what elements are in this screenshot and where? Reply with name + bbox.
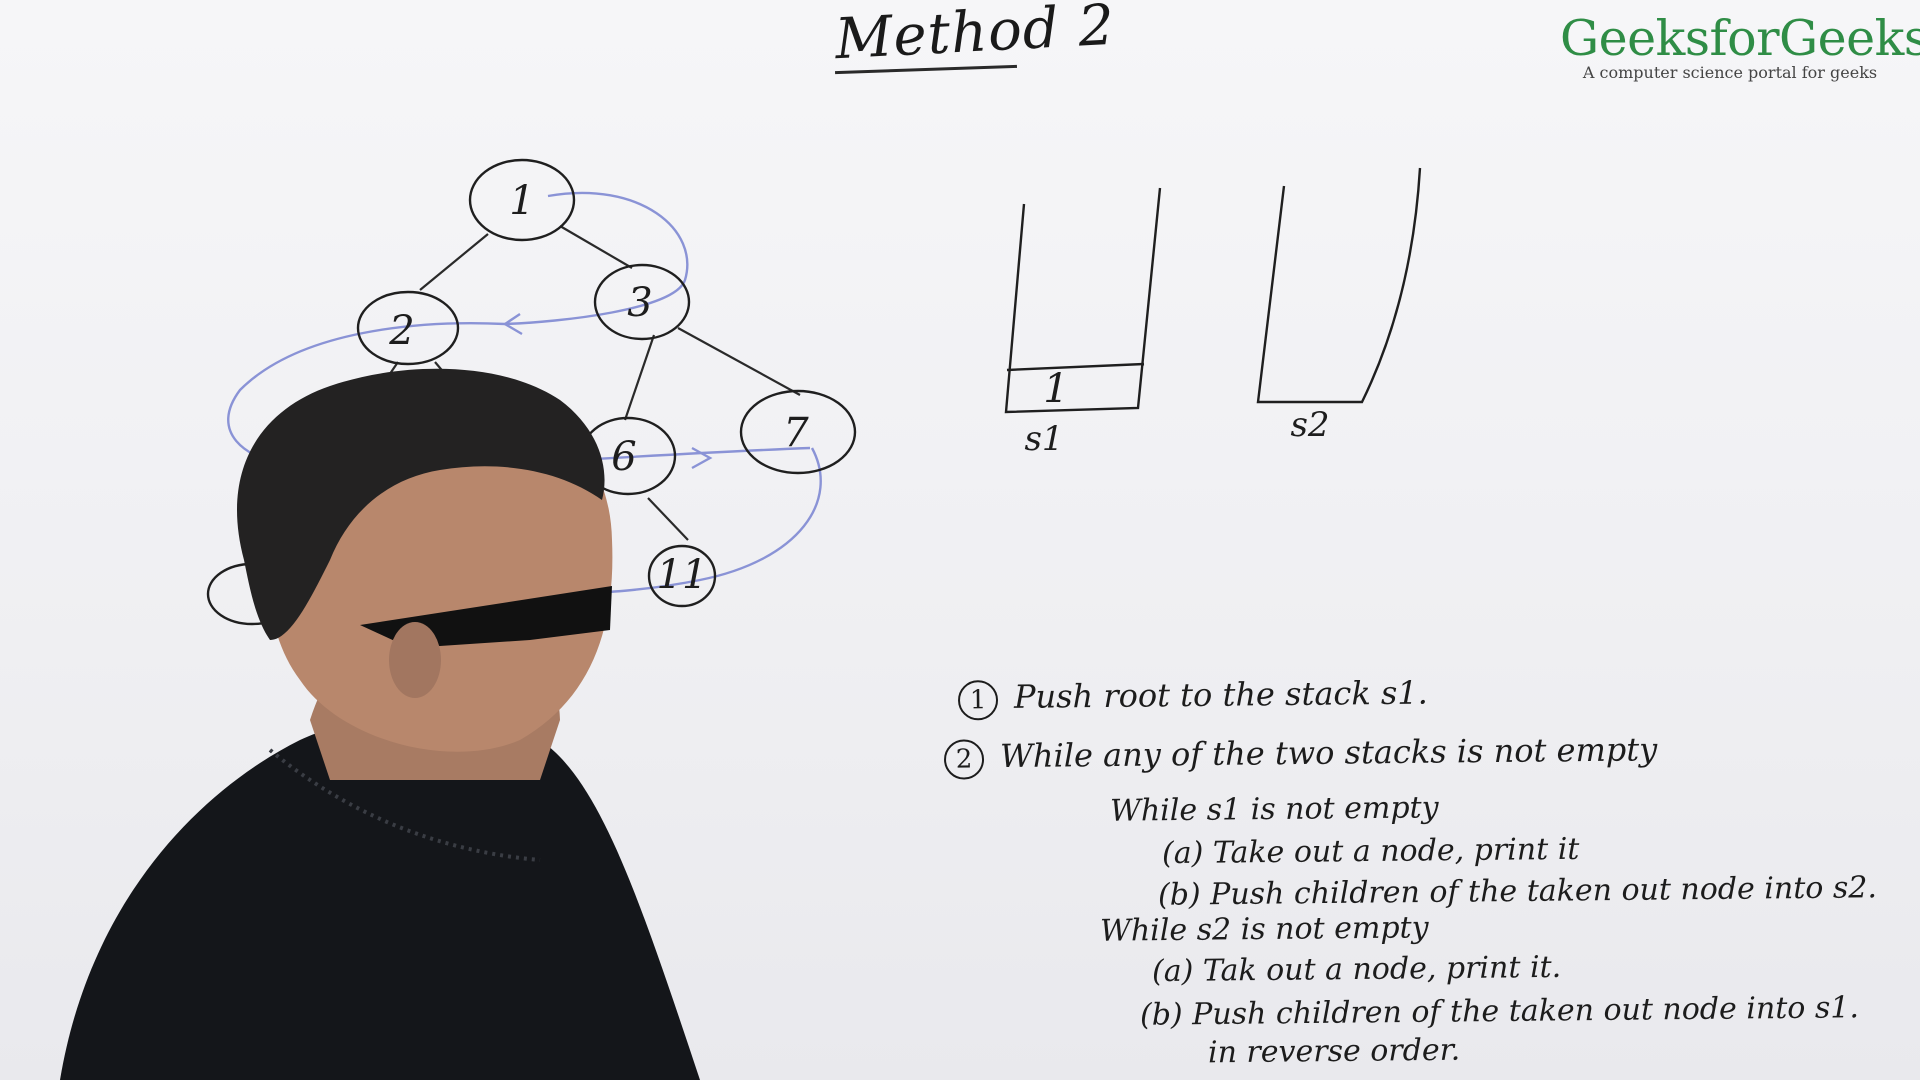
stack-s1-item: 1 [1043,366,1068,412]
jacket-zipper [268,748,541,862]
traversal-arc-bottom [579,447,822,596]
geeksforgeeks-logo: GeeksforGeeks A computer science portal … [1560,10,1920,82]
node-label-3: 3 [627,280,652,326]
tree-node-2 [356,290,460,366]
tree-node-11 [647,544,717,608]
stacks [1004,167,1422,414]
presenter-hair [237,368,605,640]
presenter-ear [389,622,441,698]
node-label-7: 7 [783,410,809,456]
traversal-arc-top [504,191,689,326]
edge-3-6 [623,334,656,421]
stack-s2-label: s2 [1290,405,1329,445]
stack-s1-label: s1 [1024,419,1063,459]
stack-s1-slot-divider [1006,362,1145,372]
presenter-jacket [60,714,700,1080]
stack-s2-outline [1256,167,1422,404]
stack-s1-outline [1004,187,1162,414]
edge-3-7 [677,327,801,396]
logo-name: GeeksforGeeks [1560,10,1920,67]
node-label-6: 6 [611,434,636,480]
node-label-1: 1 [509,178,534,224]
edge-1-3 [559,225,633,269]
tree-node-7 [739,389,857,475]
edge-1-2 [419,233,489,291]
node-label-2: 2 [388,308,414,354]
edge-6-11 [647,497,689,541]
tree-nodes [206,158,857,626]
tree-node-labels: 1 2 3 6 7 11 [388,178,809,598]
traversal-arrow-right [691,446,713,470]
logo-tagline: A computer science portal for geeks [1582,63,1878,82]
node-label-11: 11 [657,552,708,598]
tree-node-1 [468,158,576,242]
tree-node-3 [593,263,691,341]
